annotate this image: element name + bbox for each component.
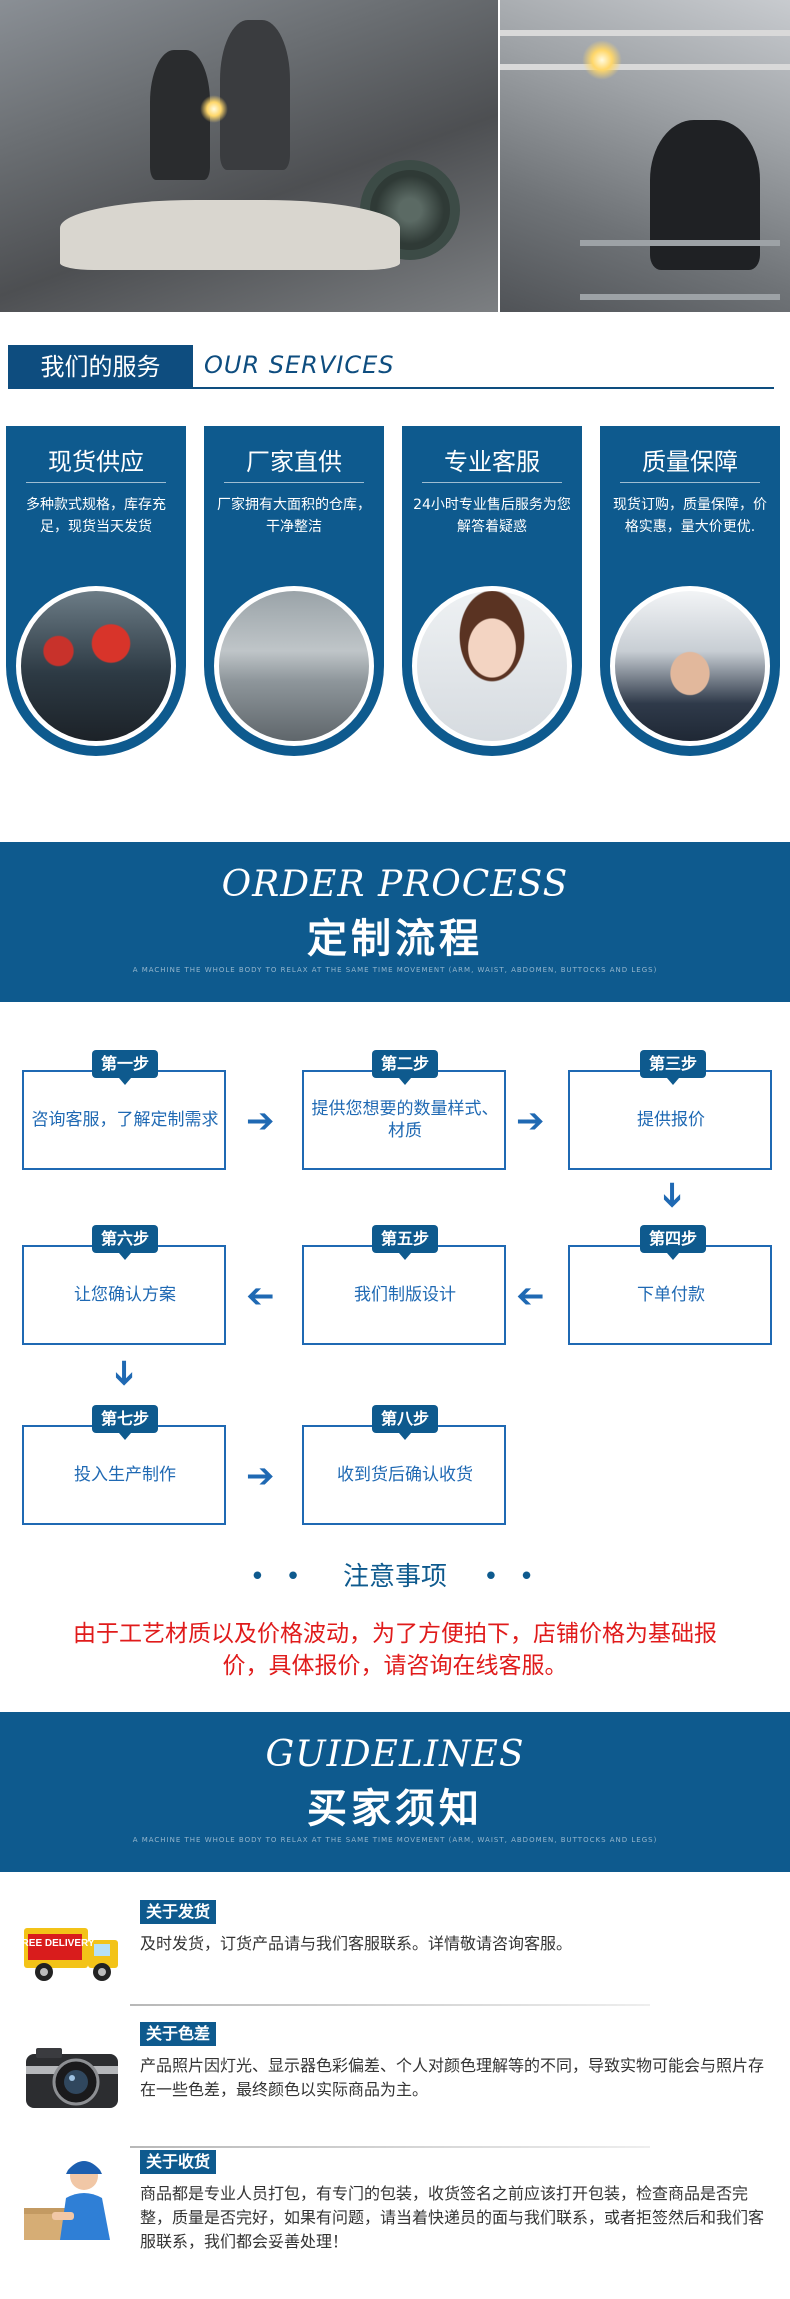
service-card-title: 厂家直供 [246, 448, 342, 476]
step-tag-6: 第六步 [92, 1225, 158, 1260]
guideline-label: 关于收货 [140, 2150, 217, 2174]
step-text: 提供报价 [637, 1110, 705, 1130]
metal-rack [500, 30, 790, 70]
order-tiny-text: A MACHINE THE WHOLE BODY TO RELAX AT THE… [132, 966, 658, 974]
service-card-title: 现货供应 [48, 448, 144, 476]
worker-grinding-photo [500, 0, 790, 312]
courier-icon [22, 2150, 122, 2246]
guideline-divider [130, 2004, 650, 2006]
guideline-divider [130, 2146, 650, 2148]
workers-photo [16, 586, 176, 746]
order-title-en: ORDER PROCESS [221, 864, 569, 905]
service-card-desc: 24小时专业售后服务为您解答着疑惑 [413, 497, 571, 535]
dots-decoration: • • [483, 1562, 541, 1592]
step-text: 我们制版设计 [354, 1285, 456, 1305]
service-card-stock: 现货供应 多种款式规格，库存充足，现货当天发货 [6, 426, 186, 756]
arrow-down-icon: ➔ [104, 1358, 145, 1388]
guideline-label: 关于色差 [140, 2022, 217, 2046]
step-tag-1: 第一步 [92, 1050, 158, 1085]
arrow-left-icon: ➔ [516, 1276, 545, 1316]
step-text: 下单付款 [637, 1285, 705, 1305]
service-card-title: 质量保障 [642, 448, 738, 476]
arrow-right-icon: ➔ [246, 1101, 275, 1141]
step-text: 收到货后确认收货 [337, 1465, 473, 1485]
arrow-right-icon: ➔ [516, 1101, 545, 1141]
step-tag-2: 第二步 [372, 1050, 438, 1085]
notice-text: 由于工艺材质以及价格波动，为了方便拍下，店铺价格为基础报价，具体报价，请咨询在线… [73, 1621, 717, 1679]
handshake-photo [610, 586, 770, 746]
guidelines-title-cn: 买家须知 [307, 1786, 483, 1832]
service-card-quality: 质量保障 现货订购，质量保障，价格实惠，量大价更优. [600, 426, 780, 756]
guidelines-banner: GUIDELINES 买家须知 A MACHINE THE WHOLE BODY… [0, 1712, 790, 1872]
step-tag-7: 第七步 [92, 1405, 158, 1440]
guidelines-title-en: GUIDELINES [265, 1734, 525, 1775]
step-tag-8: 第八步 [372, 1405, 438, 1440]
notice-title: 注意事项 [342, 1562, 447, 1592]
card-divider [224, 482, 364, 483]
service-card-support: 专业客服 24小时专业售后服务为您解答着疑惑 [402, 426, 582, 756]
card-divider [620, 482, 760, 483]
arrow-right-icon: ➔ [246, 1456, 275, 1496]
step-tag-3: 第三步 [640, 1050, 706, 1085]
dots-decoration: • • [249, 1562, 307, 1592]
step-text: 让您确认方案 [74, 1285, 176, 1305]
worker-figure [220, 20, 290, 170]
step-tag-4: 第四步 [640, 1225, 706, 1260]
guidelines-tiny-text: A MACHINE THE WHOLE BODY TO RELAX AT THE… [132, 1836, 658, 1844]
arrow-left-icon: ➔ [246, 1276, 275, 1316]
service-card-desc: 多种款式规格，库存充足，现货当天发货 [26, 497, 166, 535]
workshop-welding-photo [0, 0, 498, 312]
service-card-factory: 厂家直供 厂家拥有大面积的仓库，干净整洁 [204, 426, 384, 756]
step-box-3: 提供报价 [568, 1070, 772, 1170]
welding-spark [582, 40, 622, 80]
welding-spark [200, 95, 228, 123]
warehouse-photo [214, 586, 374, 746]
step-box-4: 下单付款 [568, 1245, 772, 1345]
guideline-text: 及时发货，订货产品请与我们客服联系。详情敬请咨询客服。 [140, 1934, 573, 1953]
services-heading-cn: 我们的服务 [8, 345, 193, 389]
camera-icon [22, 2044, 122, 2116]
order-title-cn: 定制流程 [307, 916, 483, 962]
guideline-label: 关于发货 [140, 1900, 217, 1924]
step-box-7: 投入生产制作 [22, 1425, 226, 1525]
step-box-5: 我们制版设计 [302, 1245, 506, 1345]
step-text: 提供您想要的数量样式、材质 [311, 1099, 499, 1141]
guideline-text: 产品照片因灯光、显示器色彩偏差、个人对颜色理解等的不同，导致实物可能会与照片存在… [140, 2056, 765, 2099]
free-delivery-label: FREE DELIVERY [22, 1938, 95, 1949]
step-box-6: 让您确认方案 [22, 1245, 226, 1345]
delivery-truck-icon: FREE DELIVERY [15, 1920, 126, 1988]
guideline-text: 商品都是专业人员打包，有专门的包装，收货签名之前应该打开包装，检查商品是否完整，… [140, 2184, 765, 2251]
step-box-1: 咨询客服，了解定制需求 [22, 1070, 226, 1170]
step-tag-5: 第五步 [372, 1225, 438, 1260]
services-heading-en: OUR SERVICES [204, 351, 395, 379]
notice-heading: • • 注意事项 • • [0, 1556, 790, 1593]
metal-frame [580, 240, 780, 300]
service-card-desc: 厂家拥有大面积的仓库，干净整洁 [217, 497, 371, 535]
step-box-2: 提供您想要的数量样式、材质 [302, 1070, 506, 1170]
card-divider [422, 482, 562, 483]
step-box-8: 收到货后确认收货 [302, 1425, 506, 1525]
step-text: 投入生产制作 [74, 1465, 176, 1485]
service-card-desc: 现货订购，质量保障，价格实惠，量大价更优. [613, 497, 767, 535]
card-divider [26, 482, 166, 483]
step-text: 咨询客服，了解定制需求 [31, 1110, 219, 1130]
service-card-title: 专业客服 [444, 448, 540, 476]
heading-divider [193, 387, 774, 389]
arrow-down-icon: ➔ [652, 1180, 693, 1210]
services-heading: 我们的服务 OUR SERVICES [8, 345, 774, 389]
worker-figure [150, 50, 210, 180]
order-process-banner: ORDER PROCESS 定制流程 A MACHINE THE WHOLE B… [0, 842, 790, 1002]
fabric-sheet [60, 200, 400, 270]
customer-service-photo [412, 586, 572, 746]
